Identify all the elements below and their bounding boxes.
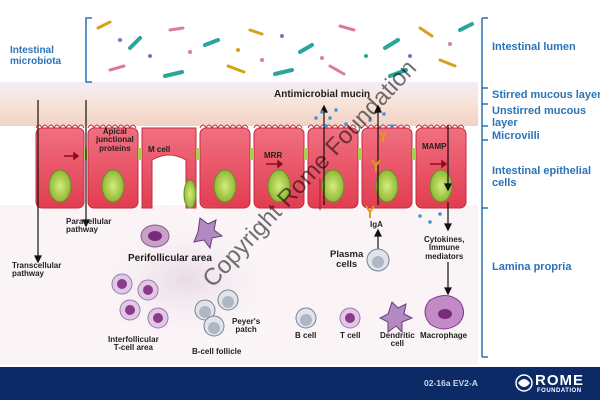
- microvilli-label: Microvilli: [492, 130, 540, 142]
- footer-bar: [0, 367, 600, 400]
- unstirred-mucous-label: Unstirred mucous layer: [492, 105, 587, 129]
- immune-cells: [111, 217, 464, 337]
- lumen-layer-label: Intestinal lumen: [492, 41, 576, 53]
- slide-code: 02-16a EV2-A: [424, 378, 478, 388]
- microbiota-bracket: [85, 17, 92, 83]
- iga-molecules: [365, 131, 387, 218]
- transcellular-label: Transcellular pathway: [12, 261, 62, 279]
- t-cell-label: T cell: [340, 331, 361, 340]
- mamp-label: MAMP: [422, 142, 447, 151]
- antimicrobial-mucin-label: Antimicrobial mucin: [274, 89, 371, 100]
- mucous-layer: [0, 82, 478, 126]
- dendritic-cell-label: Dendritic cell: [380, 331, 415, 349]
- stirred-mucous-label: Stirred mucous layer: [492, 89, 600, 101]
- perifollicular-label: Perifollicular area: [128, 253, 212, 264]
- m-cell-label: M cell: [148, 145, 171, 154]
- b-cell-follicle-label: B-cell follicle: [192, 347, 242, 356]
- lumen-region: [0, 18, 478, 93]
- macrophage-label: Macrophage: [420, 331, 468, 340]
- peyers-patch-label: Peyer's patch: [232, 317, 261, 335]
- plasma-cells-label: Plasma cells: [330, 249, 364, 270]
- logo-wordmark: ROME: [535, 372, 584, 389]
- lamina-propria-label: Lamina propria: [492, 261, 572, 273]
- cytokines-label: Cytokines, Immune mediators: [424, 235, 465, 261]
- iga-label: IgA: [370, 220, 383, 229]
- epithelial-cells-label: Intestinal epithelial cells: [492, 165, 592, 189]
- microbiota-label: Intestinal microbiota: [10, 45, 62, 67]
- pathway-arrows: [34, 100, 452, 296]
- paracellular-label: Paracellular pathway: [66, 217, 112, 235]
- layer-bracket: [481, 17, 488, 358]
- apical-junction-label: Apical junctional proteins: [96, 127, 134, 153]
- logo-subtitle: FOUNDATION: [537, 388, 582, 394]
- epithelium: [35, 124, 467, 209]
- b-cell-label: B cell: [295, 331, 317, 340]
- mrr-label: MRR: [264, 151, 283, 160]
- microbiota-cluster: [96, 20, 474, 78]
- mucin-droplets: [314, 108, 442, 224]
- interfollicular-label: Interfollicular T-cell area: [108, 335, 159, 353]
- cell-arrows: [64, 151, 448, 169]
